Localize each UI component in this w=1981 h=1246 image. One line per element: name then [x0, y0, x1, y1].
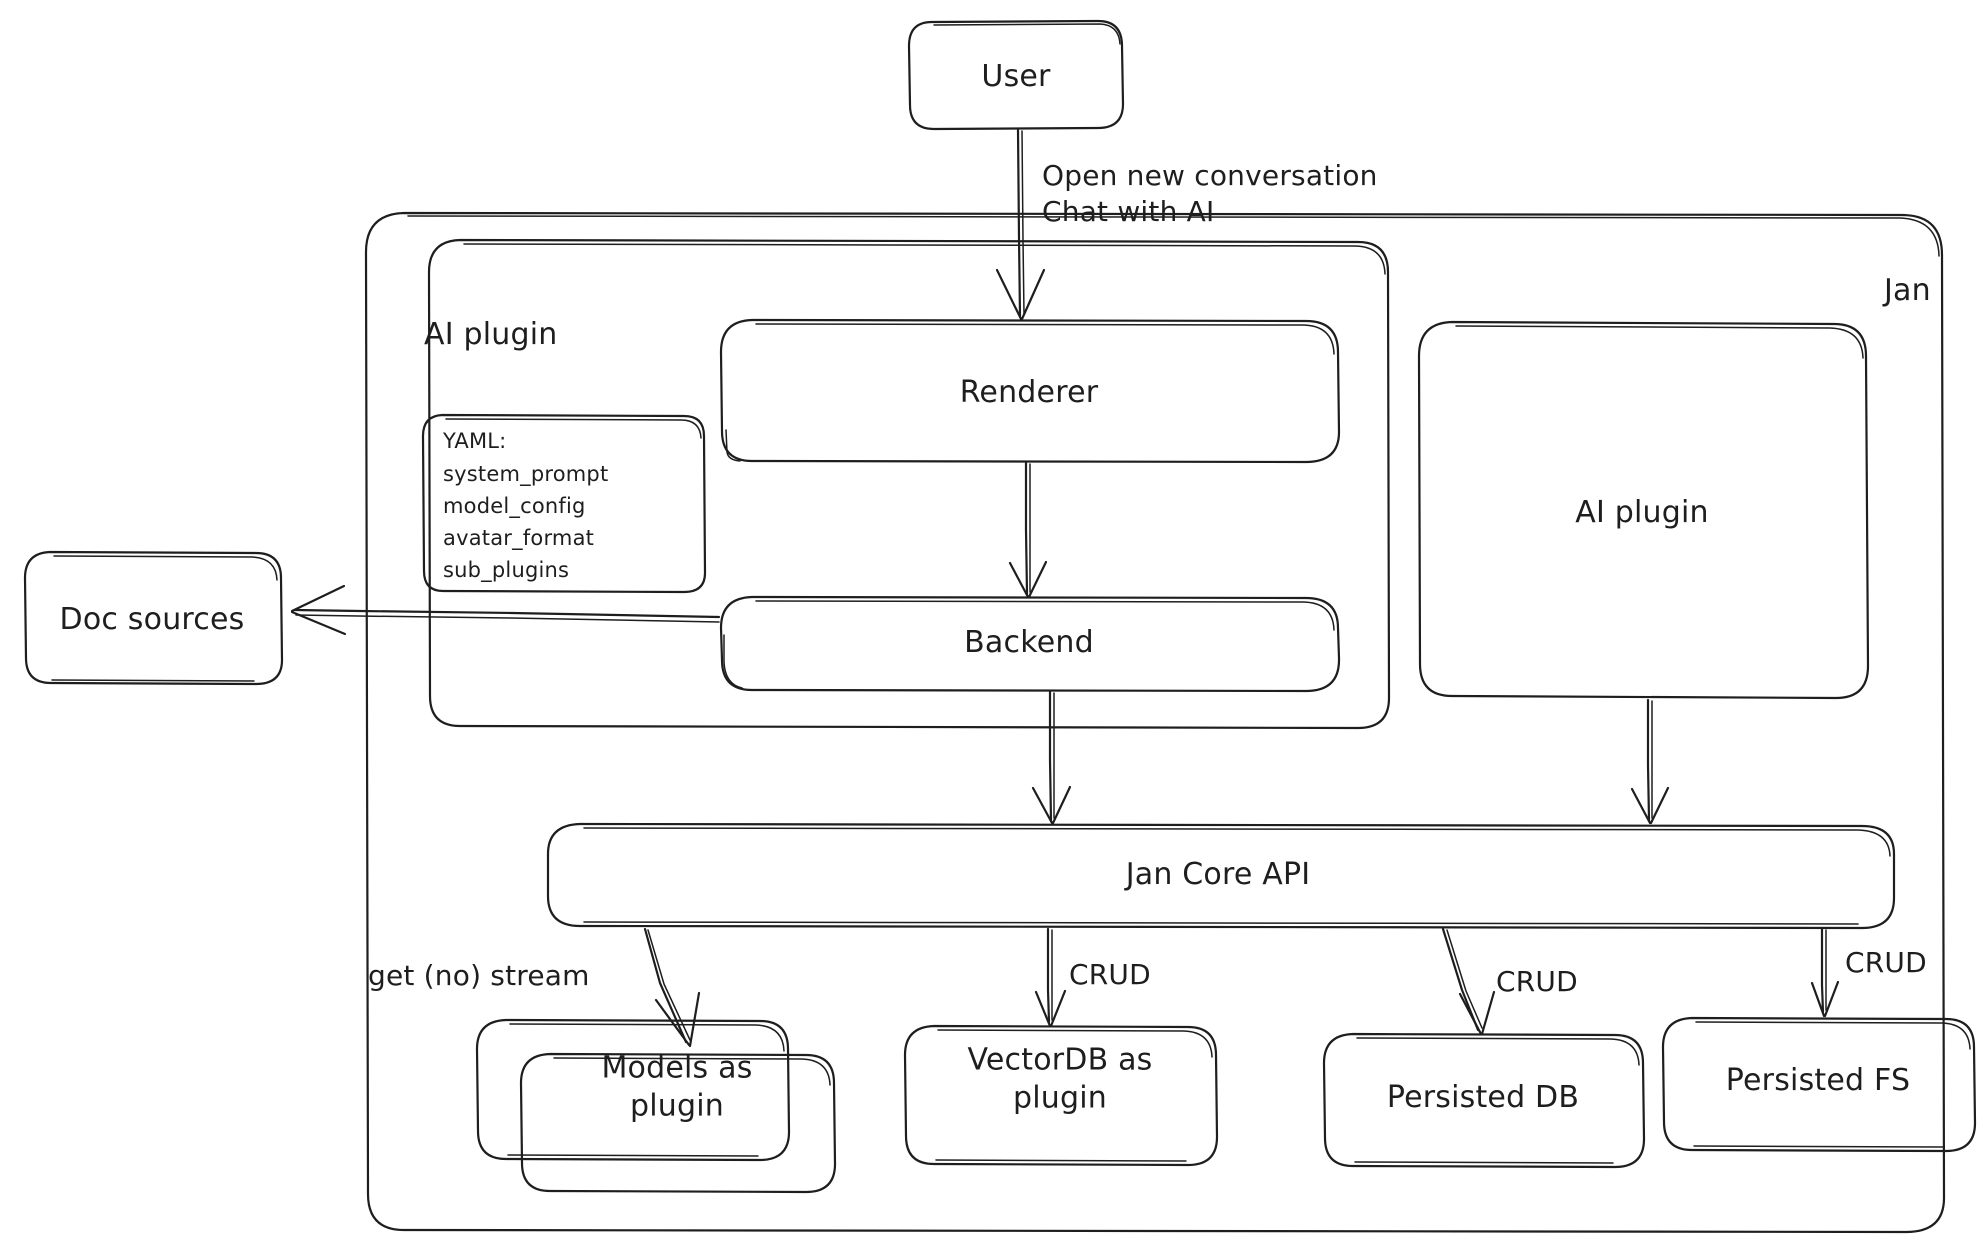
edge-core-to-vectordb [1034, 927, 1067, 1028]
yaml-card-key-sub-plugins: sub_plugins [443, 558, 570, 582]
jan-core-api-node-shape[interactable] [546, 822, 1896, 930]
edge-core-to-persisted-fs [1810, 927, 1840, 1018]
backend-node-shape[interactable] [719, 595, 1341, 693]
jan-container-shape [364, 211, 1946, 1234]
yaml-card-shape [421, 413, 707, 594]
ai-plugin-node-label: AI plugin [1575, 494, 1709, 530]
edge-renderer-to-backend [1008, 461, 1048, 599]
jan-core-api-node-label: Jan Core API [1125, 856, 1311, 892]
renderer-node-shape[interactable] [719, 318, 1341, 464]
edge-core-to-persisted-db [1441, 927, 1496, 1036]
persisted-fs-node-shape[interactable] [1661, 1016, 1977, 1153]
doc-sources-node-shape[interactable] [23, 550, 284, 686]
models-as-plugin-node-label: Models as plugin [601, 1050, 753, 1124]
edge-ai-plugin-to-core [1630, 698, 1670, 825]
doc-sources-node-label: Doc sources [59, 601, 245, 637]
renderer-node-label: Renderer [959, 374, 1099, 410]
edge-label-user-to-renderer: Open new conversation Chat with AI [1042, 159, 1378, 228]
user-node-shape[interactable] [907, 19, 1125, 131]
vectordb-as-plugin-node-shape[interactable] [903, 1024, 1219, 1167]
persisted-db-node-label: Persisted DB [1386, 1079, 1580, 1115]
models-as-plugin-outer-shape [475, 1018, 791, 1162]
edge-user-to-renderer [995, 128, 1046, 321]
yaml-card-key-avatar-format: avatar_format [443, 526, 595, 550]
ai-plugin-node-shape[interactable] [1417, 320, 1870, 700]
vectordb-as-plugin-node-label: VectorDB as plugin [967, 1042, 1153, 1116]
edge-backend-to-doc-sources [290, 584, 721, 636]
edge-label-core-to-persisted-db: CRUD [1496, 965, 1578, 998]
ai-plugin-group-shape [427, 238, 1391, 730]
edge-backend-to-core [1031, 690, 1072, 825]
jan-container-label: Jan [1884, 273, 1931, 308]
edge-label-core-to-persisted-fs: CRUD [1845, 946, 1927, 979]
backend-node-label: Backend [964, 624, 1094, 660]
edge-label-core-to-vectordb: CRUD [1069, 958, 1151, 991]
models-as-plugin-node-shape[interactable] [519, 1052, 837, 1194]
edge-label-core-to-models: get (no) stream [368, 959, 590, 992]
yaml-card-key-model-config: model_config [443, 494, 586, 518]
ai-plugin-group-label: AI plugin [424, 317, 558, 352]
user-node-label: User [981, 58, 1051, 94]
yaml-card-heading: YAML: [443, 429, 507, 453]
edge-core-to-models [643, 927, 701, 1048]
yaml-card-key-system-prompt: system_prompt [443, 462, 609, 486]
persisted-db-node-shape[interactable] [1322, 1032, 1646, 1169]
persisted-fs-node-label: Persisted FS [1725, 1062, 1911, 1098]
